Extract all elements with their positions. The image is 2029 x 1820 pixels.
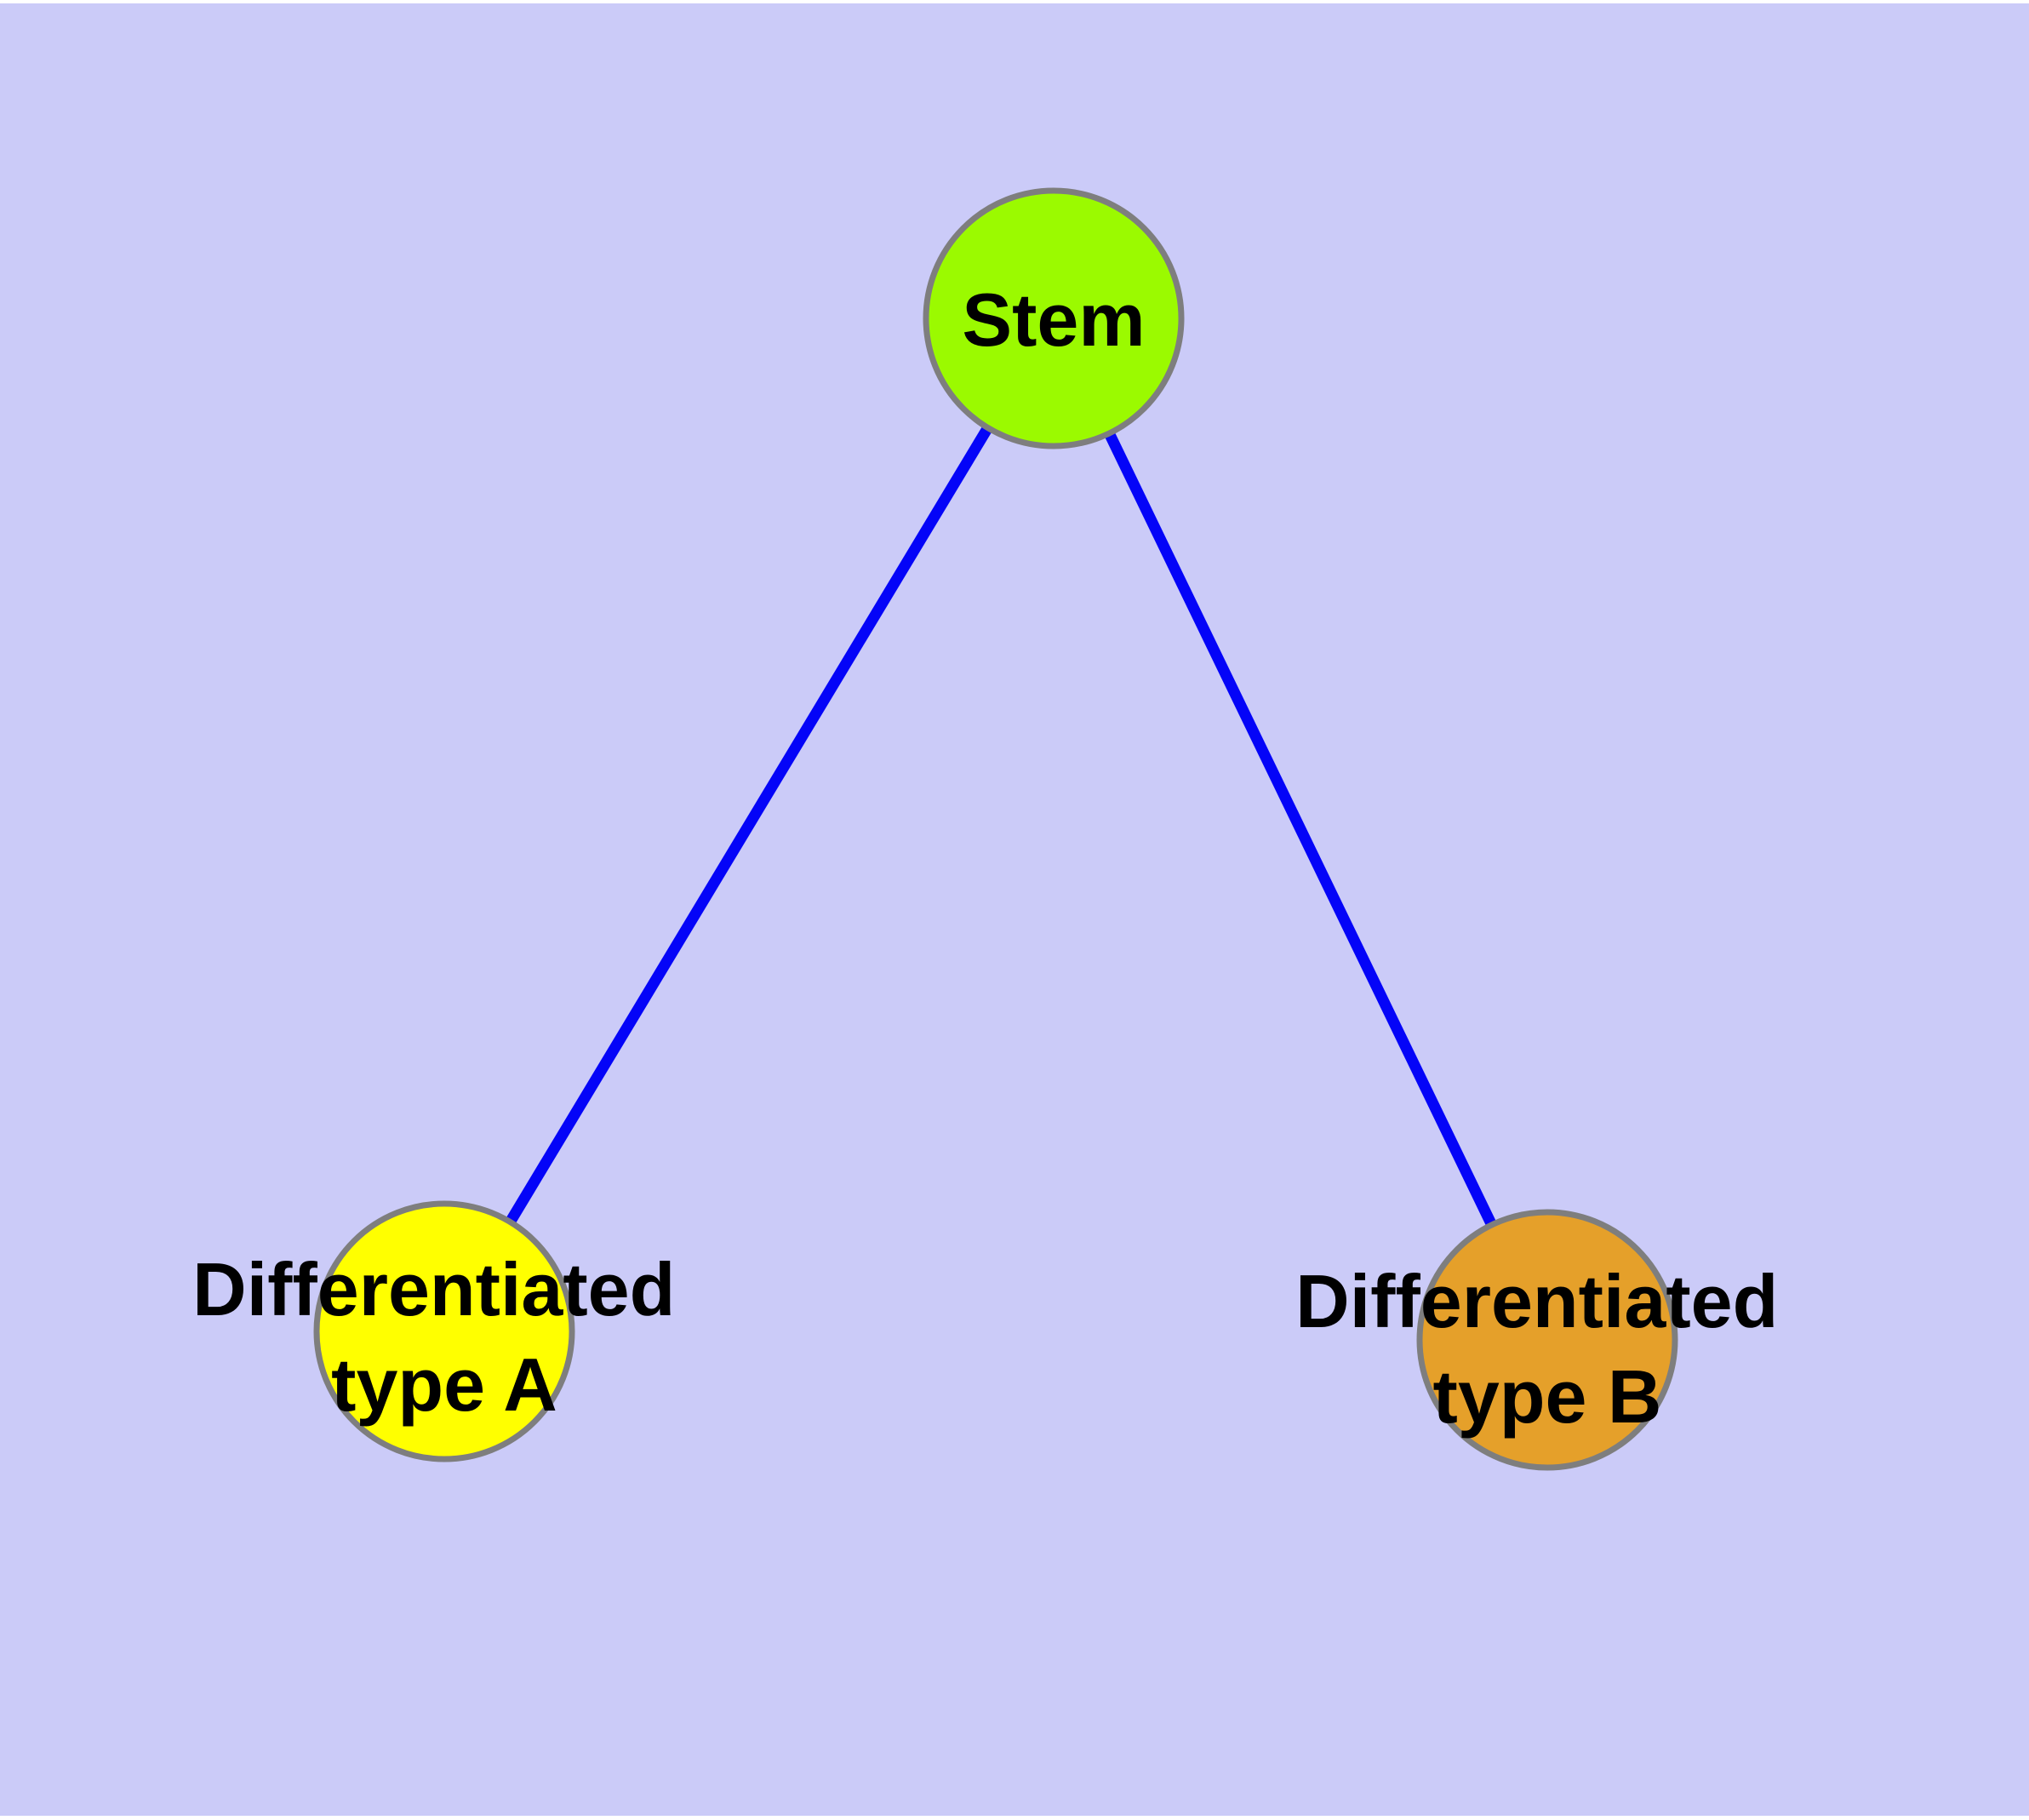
node-type-b-label: Differentiated type B: [1295, 1259, 1799, 1439]
edge-stem-to-type-a: [439, 315, 1059, 1335]
node-type-b-circle: [1416, 1209, 1678, 1471]
node-stem-circle: [923, 187, 1185, 449]
node-type-a-label: Differentiated type A: [192, 1247, 696, 1427]
node-differentiated-type-b: Differentiated type B: [1295, 1209, 1799, 1471]
node-stem-label: Stem: [962, 278, 1145, 362]
node-type-b-label-line2: type B: [1433, 1354, 1662, 1439]
node-differentiated-type-a: Differentiated type A: [192, 1200, 696, 1462]
node-type-a-circle: [313, 1200, 575, 1462]
edge-stem-to-type-b: [1049, 316, 1552, 1342]
node-type-a-label-line2: type A: [331, 1342, 557, 1427]
node-type-b-label-line1: Differentiated: [1295, 1259, 1778, 1343]
node-stem: Stem: [923, 187, 1185, 449]
node-type-a-label-line1: Differentiated: [192, 1247, 675, 1331]
edge-group: [439, 315, 1552, 1342]
